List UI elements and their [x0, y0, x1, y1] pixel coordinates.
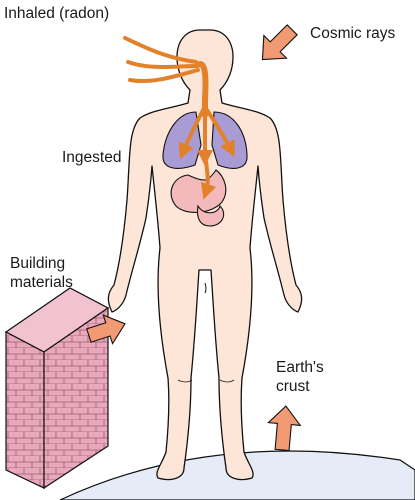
- stomach: [170, 169, 227, 227]
- label-ingested: Ingested: [62, 149, 121, 166]
- label-building-line1: Building: [10, 255, 65, 272]
- earth-arrow-icon: [267, 405, 302, 452]
- label-inhaled-radon: Inhaled (radon): [4, 5, 109, 22]
- brick-column-icon: [4, 287, 110, 490]
- label-earth-line2: crust: [276, 378, 310, 395]
- inhalation-pathway: [123, 36, 235, 200]
- cosmic-ray-arrow-icon: [261, 24, 298, 61]
- knee-left: [177, 379, 193, 383]
- body-silhouette: [107, 29, 303, 481]
- knee-right: [219, 379, 235, 383]
- label-cosmic-rays: Cosmic rays: [310, 25, 396, 42]
- human-body: [107, 29, 303, 481]
- label-earth-line1: Earth's: [276, 359, 324, 376]
- building-arrow-icon: [86, 314, 126, 345]
- label-building-line2: materials: [10, 274, 73, 291]
- navel-mark: [204, 282, 207, 294]
